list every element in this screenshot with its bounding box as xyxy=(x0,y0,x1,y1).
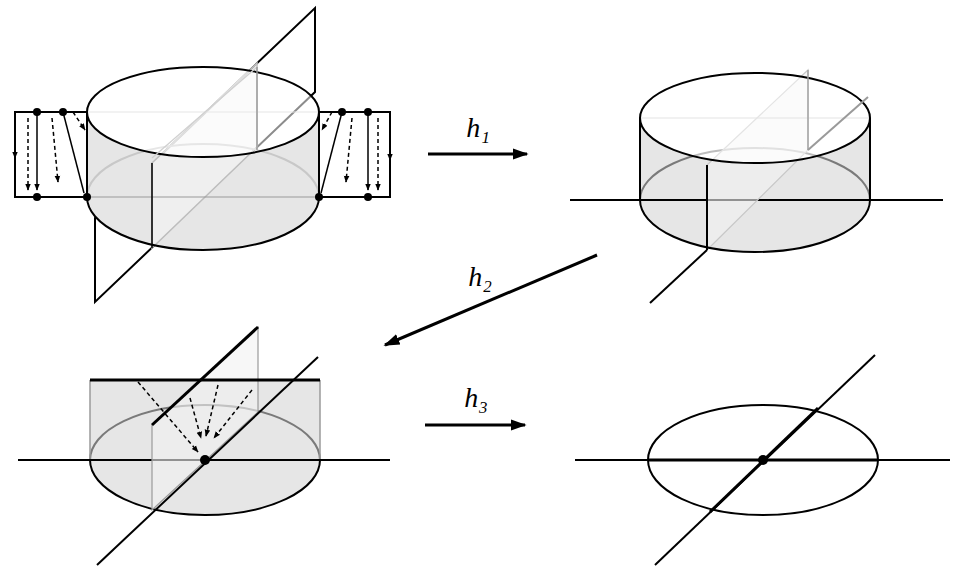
collapse-arrows xyxy=(138,382,252,452)
axis-line xyxy=(655,355,875,565)
flow-arrow xyxy=(27,118,29,190)
point xyxy=(364,108,372,116)
disk-ellipse xyxy=(648,405,878,515)
flow-arrow xyxy=(322,112,332,130)
map-arrow xyxy=(385,255,597,345)
axis-line xyxy=(650,250,707,303)
plane-edge xyxy=(706,165,708,250)
cylinder-wall xyxy=(869,118,871,200)
flow-arrow xyxy=(346,118,352,182)
level-line xyxy=(87,196,319,197)
flow-arrow xyxy=(63,112,84,193)
flow-arrow xyxy=(321,112,342,193)
flow-arrow xyxy=(367,112,369,190)
side-plane xyxy=(15,112,87,197)
point xyxy=(315,193,323,201)
flow-arrow xyxy=(14,118,16,158)
point xyxy=(364,193,372,201)
plane-edge xyxy=(256,67,258,150)
map-label: h₂ xyxy=(468,262,492,293)
map-arrow xyxy=(428,153,527,156)
map-arrow xyxy=(425,424,525,427)
flow-arrow xyxy=(190,398,201,438)
flow-arrow xyxy=(36,112,38,190)
map-label: h₃ xyxy=(464,383,488,414)
point xyxy=(758,455,768,465)
point xyxy=(83,193,91,201)
collapse-line xyxy=(152,327,258,425)
flow-arrow xyxy=(52,118,58,182)
flow-arrow xyxy=(138,382,198,452)
top-ellipse xyxy=(640,73,870,163)
side-plane xyxy=(319,112,390,197)
axis-line xyxy=(97,357,318,565)
ellipse-front xyxy=(90,460,320,515)
plane-edge xyxy=(807,70,809,150)
ellipse-front xyxy=(640,200,870,252)
top-ellipse xyxy=(87,67,319,157)
point xyxy=(338,108,346,116)
map-label: h₁ xyxy=(466,113,490,144)
fixed-points xyxy=(33,108,372,201)
flow-arrow xyxy=(389,118,391,160)
panel-two xyxy=(570,70,943,303)
point xyxy=(33,193,41,201)
collapse-line xyxy=(90,379,320,382)
plane-edge xyxy=(151,163,153,248)
cylinder-wall xyxy=(639,118,641,200)
flow-arrow xyxy=(214,390,252,438)
flow-arrow xyxy=(73,112,85,130)
map-arrows xyxy=(385,154,597,425)
flow-arrow xyxy=(377,118,379,190)
ellipse-front xyxy=(87,197,319,250)
panel-four xyxy=(575,355,950,565)
point xyxy=(59,108,67,116)
collapse-line xyxy=(710,408,818,512)
region-edge xyxy=(319,380,321,460)
flow-arrow xyxy=(206,385,218,436)
plane-trace xyxy=(152,67,257,158)
region-edge xyxy=(89,380,91,460)
panel-one xyxy=(15,8,390,302)
axis-line xyxy=(808,97,868,150)
panel-three xyxy=(18,327,390,565)
plane-section xyxy=(152,327,258,510)
point xyxy=(200,455,210,465)
point xyxy=(33,108,41,116)
